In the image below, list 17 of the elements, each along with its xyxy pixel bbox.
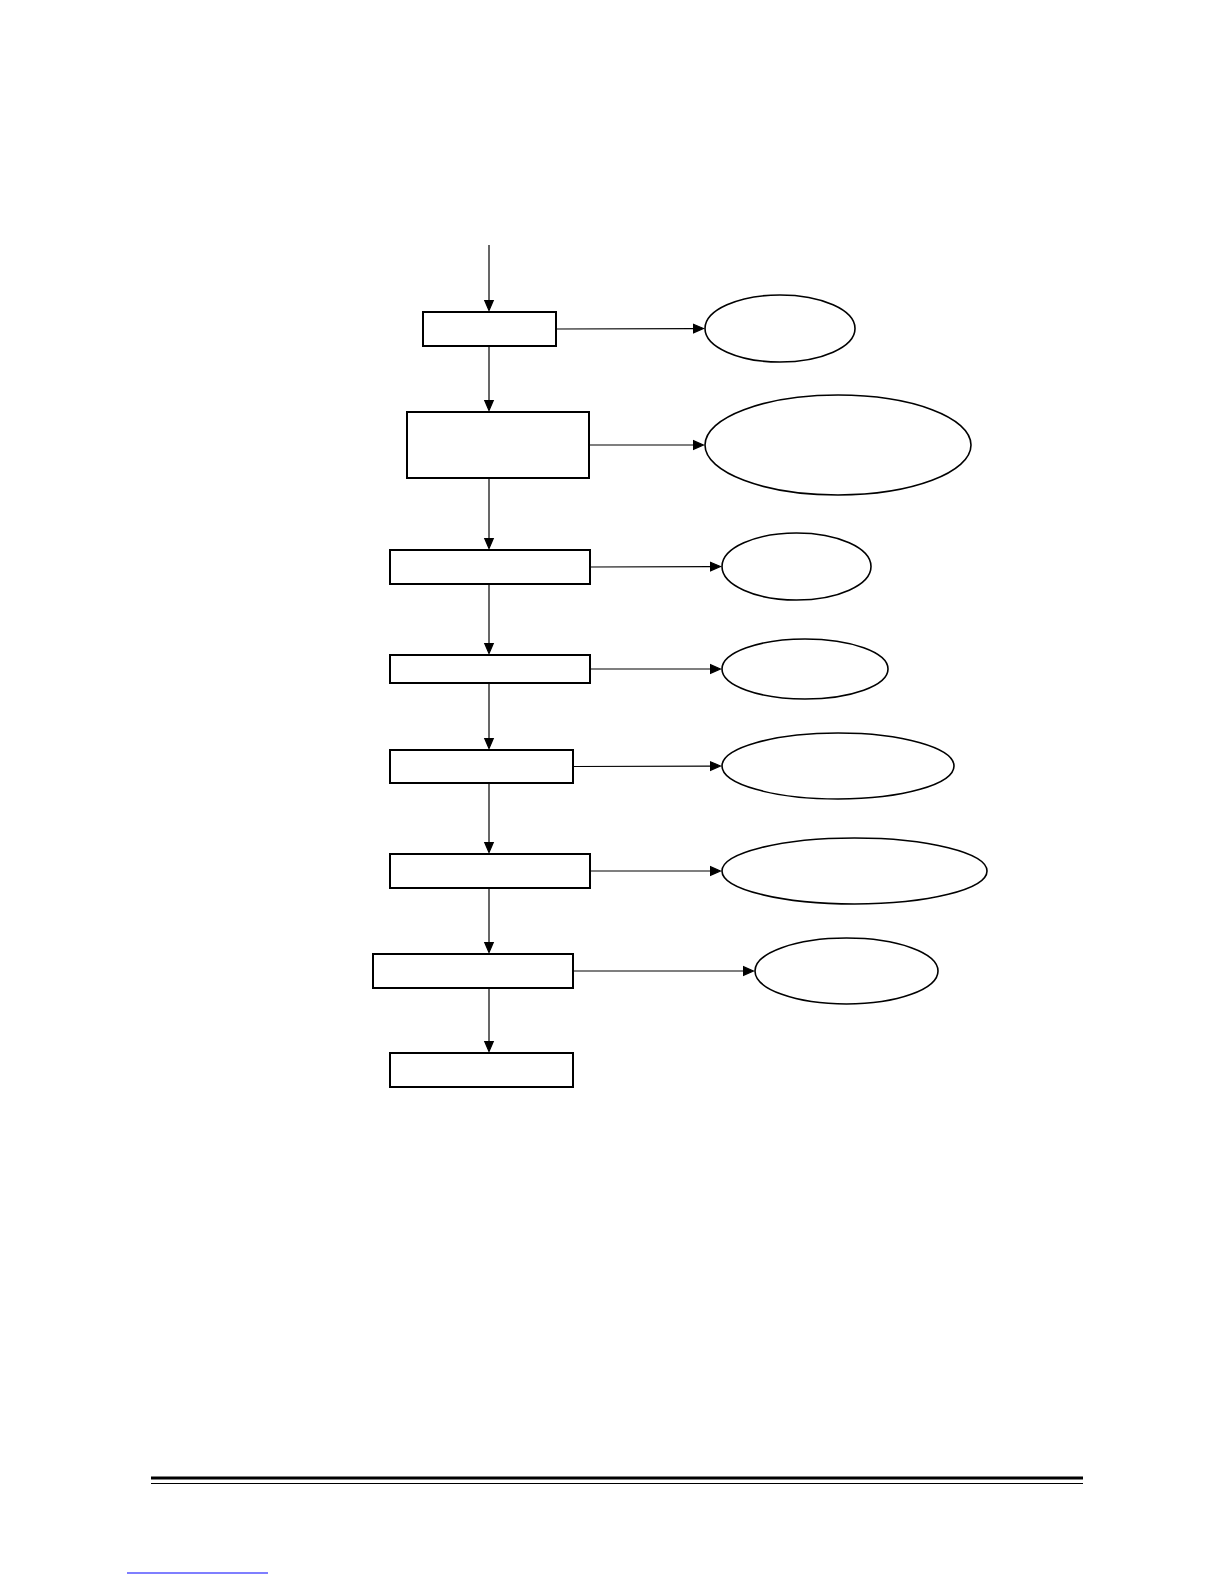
process-box: [389, 749, 574, 784]
ellipse: [754, 937, 939, 1005]
ellipse: [704, 394, 972, 496]
ellipse: [721, 638, 889, 700]
process-box: [422, 311, 557, 347]
process-box: [389, 654, 591, 684]
ellipse: [704, 294, 856, 363]
process-box: [389, 853, 591, 889]
process-box: [389, 1052, 574, 1088]
ellipse: [721, 732, 955, 800]
process-box: [372, 953, 574, 989]
arrow: [555, 323, 705, 334]
process-box: [406, 411, 590, 479]
arrow: [589, 561, 722, 572]
process-box: [389, 549, 591, 585]
ellipse: [721, 532, 872, 601]
ellipse: [721, 837, 988, 905]
